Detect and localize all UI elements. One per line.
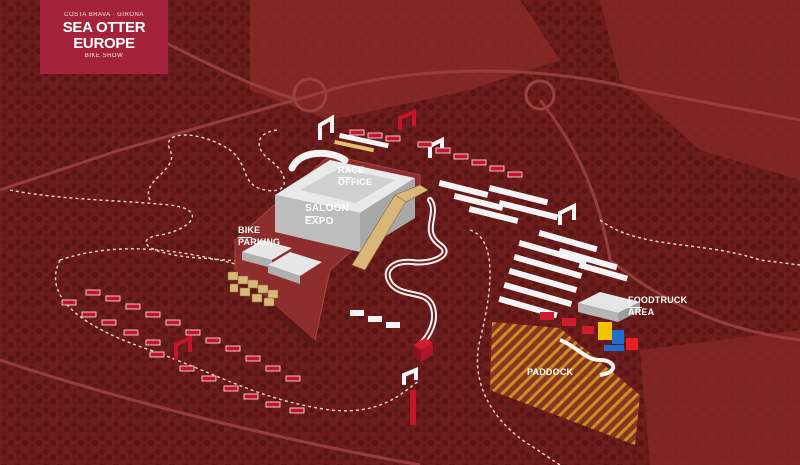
label-race-office-line2: OFFICE: [338, 177, 373, 187]
label-underline: [238, 237, 252, 238]
arches: [174, 108, 576, 385]
label-bike-parking: BIKE PARKING: [238, 226, 280, 247]
roads: [0, 38, 800, 465]
label-foodtruck-area-line1: FOODTRUCK: [628, 295, 688, 305]
exhibitor-tents-north: [338, 133, 559, 224]
hay-bales: [227, 271, 279, 307]
saloon-expo-building: [275, 160, 415, 252]
label-foodtruck-area-line2: AREA: [628, 307, 655, 317]
logo-top-line: COSTA BRAVA · GIRONA: [64, 12, 144, 18]
inflatables: [598, 322, 638, 351]
exhibitor-tents-south: [498, 230, 629, 319]
wooden-ramps: [351, 184, 429, 271]
stand-row-gold: [334, 140, 375, 153]
roundabout-east: [524, 79, 556, 111]
paddock-area: [490, 322, 640, 445]
logo-title: SEA OTTER EUROPE: [62, 19, 146, 52]
label-underline: [338, 177, 352, 178]
trails: [9, 129, 800, 465]
label-underline: [628, 307, 642, 308]
platform-front-wall: [235, 270, 315, 350]
label-paddock: PADDOCK: [527, 368, 573, 377]
label-saloon-expo-line2: EXPO: [305, 216, 334, 227]
south-east-block: [640, 330, 800, 465]
label-foodtruck-area: FOODTRUCK AREA: [628, 296, 687, 317]
bike-parking-blocks: [242, 240, 322, 284]
label-bike-parking-line1: BIKE: [238, 225, 261, 235]
paddock-track: [559, 338, 616, 377]
label-saloon-expo: SALOON EXPO: [305, 204, 349, 227]
pump-track: [288, 149, 448, 348]
label-race-office-line1: RACE: [338, 165, 365, 175]
finish-tower: [410, 338, 433, 425]
banner-boards: [61, 129, 523, 414]
label-bike-parking-line2: PARKING: [238, 237, 281, 247]
logo-sub-line: BIKE SHOW: [84, 53, 124, 59]
label-paddock-text: PADDOCK: [527, 367, 574, 377]
roundabout-west: [292, 77, 328, 113]
label-underline: [305, 216, 319, 217]
label-race-office: RACE OFFICE: [338, 166, 372, 187]
label-saloon-expo-line1: SALOON: [305, 203, 349, 214]
sea-otter-logo: COSTA BRAVA · GIRONA SEA OTTER EUROPE BI…: [40, 0, 168, 74]
start-boxes: [350, 310, 400, 328]
urban-area-east: [600, 0, 800, 180]
food-trucks: [540, 312, 594, 334]
